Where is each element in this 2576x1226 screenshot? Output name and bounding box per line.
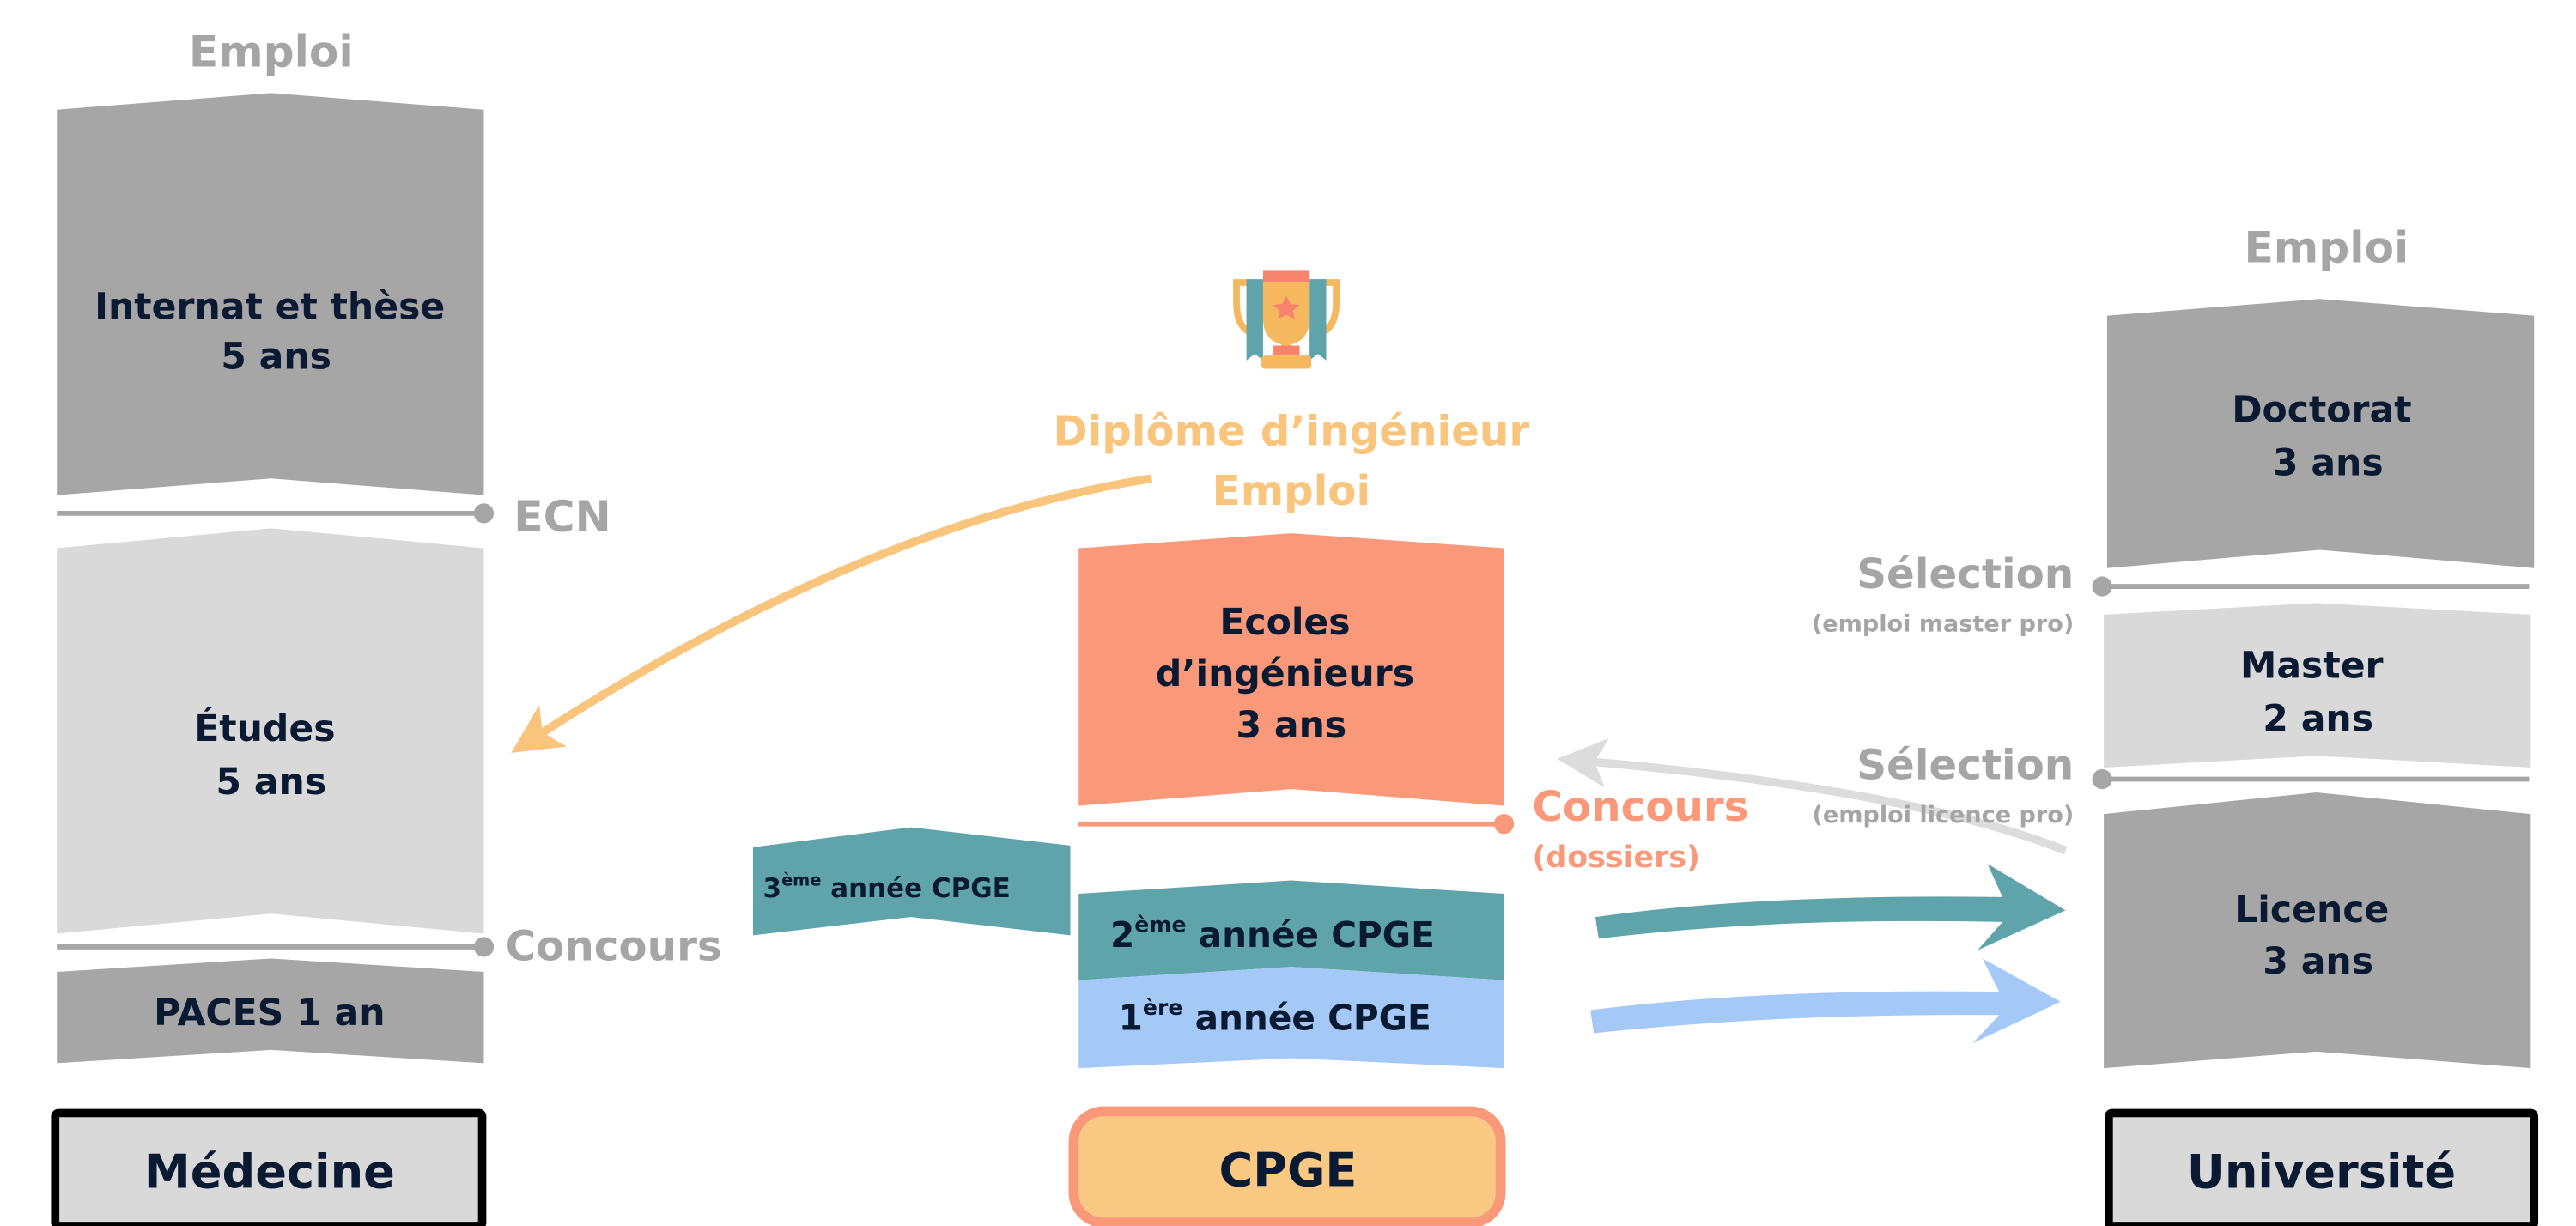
- universite-label-box: [2105, 1108, 2539, 1226]
- medecine-label: Médecine: [144, 1144, 395, 1199]
- ecn-dot: [473, 503, 495, 524]
- annee1-to-licence-arrow: [1590, 958, 2061, 1044]
- cpge-label: CPGE: [1219, 1144, 1358, 1198]
- doctorat-label: Doctorat 3 ans: [2232, 388, 2424, 484]
- annee3-label: 3ème année CPGE: [763, 870, 1011, 904]
- internat-block: [57, 93, 484, 495]
- selection1-dot: [2092, 576, 2112, 597]
- selection2-dot: [2092, 768, 2112, 790]
- licence-to-ecoles-arrow: [1557, 737, 2068, 855]
- etudes-label: Études 5 ans: [194, 707, 348, 804]
- annee2-block: [1078, 880, 1504, 980]
- selection2-label: Sélection: [1856, 741, 2074, 789]
- annee1-block: [1078, 967, 1504, 1069]
- concours-dot: [473, 937, 495, 957]
- annee2-label: 2ème année CPGE: [1110, 913, 1435, 956]
- cpge-concours-dot: [1493, 814, 1515, 835]
- selection1-label: Sélection: [1856, 550, 2074, 598]
- trophy-icon: [1233, 270, 1340, 369]
- medecine-emploi-label: Emploi: [189, 26, 354, 76]
- medecine-concours-label: Concours: [506, 922, 722, 970]
- cpge-column: Diplôme d’ingénieur Emploi Ecoles d’ingé…: [511, 270, 1749, 1226]
- medecine-label-box: [51, 1108, 487, 1226]
- etudes-block: [57, 528, 484, 934]
- selection1-sub-label: (emploi master pro): [1812, 610, 2074, 637]
- licence-block: [2104, 792, 2531, 1069]
- cpge-concours-label: Concours: [1532, 783, 1748, 831]
- medecine-column: Emploi Internat et thèse 5 ans ECN Étude…: [51, 26, 722, 1226]
- universite-emploi-label: Emploi: [2244, 222, 2409, 273]
- selection2-sub-label: (emploi licence pro): [1812, 802, 2074, 828]
- paces-label: PACES 1 an: [154, 992, 385, 1035]
- ecn-label: ECN: [513, 491, 611, 542]
- paces-block: [57, 958, 484, 1064]
- doctorat-block: [2106, 299, 2535, 568]
- cpge-emploi-label: Emploi: [1212, 467, 1370, 515]
- annee1-label: 1ère année CPGE: [1119, 995, 1431, 1038]
- diplome-label: Diplôme d’ingénieur: [1054, 408, 1530, 456]
- annee2-to-licence-arrow: [1595, 864, 2066, 950]
- master-label: Master 2 ans: [2240, 644, 2396, 740]
- ecoles-label: Ecoles d’ingénieurs 3 ans: [1156, 601, 1427, 747]
- licence-label: Licence 3 ans: [2234, 889, 2402, 983]
- diplome-to-etudes-arrow: [511, 474, 1153, 753]
- universite-column: Emploi Doctorat 3 ans Sélection (emploi …: [1812, 222, 2539, 1226]
- dossiers-label: (dossiers): [1532, 841, 1700, 875]
- master-block: [2104, 603, 2531, 768]
- universite-label: Université: [2187, 1144, 2456, 1199]
- internat-label: Internat et thèse 5 ans: [94, 286, 458, 379]
- ecoles-block: [1078, 533, 1504, 806]
- cpge-label-box: [1068, 1106, 1506, 1226]
- annee3-block: [752, 827, 1071, 936]
